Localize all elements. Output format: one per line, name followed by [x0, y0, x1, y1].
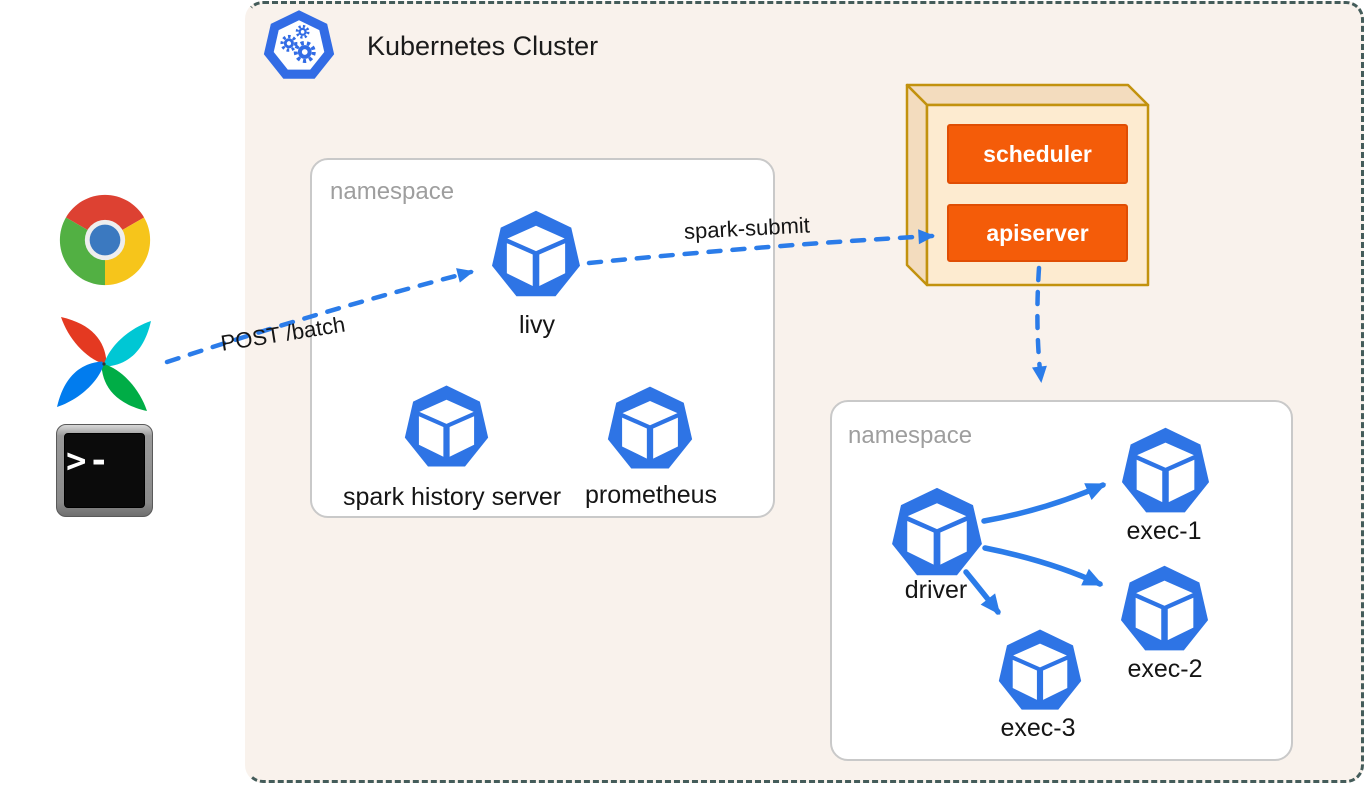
- pod-icon-exec-3: [996, 626, 1084, 714]
- pod-label-exec-3: exec-3: [1000, 714, 1076, 742]
- pod-icon-livy: [489, 207, 583, 301]
- scheduler-box: scheduler: [947, 124, 1128, 184]
- pod-label-exec-1: exec-1: [1126, 517, 1202, 545]
- pod-icon-prometheus: [605, 383, 695, 473]
- apache-airflow-icon: [57, 317, 151, 411]
- apiserver-label: apiserver: [986, 219, 1089, 246]
- gear-small: [295, 24, 310, 39]
- cluster-title: Kubernetes Cluster: [367, 31, 599, 61]
- pod-icon-spark-history-server: [402, 382, 491, 471]
- control-plane-box: [905, 83, 1150, 287]
- pod-label-spark-history-server: spark history server: [342, 483, 562, 511]
- terminal-prompt: >-: [66, 441, 111, 481]
- pod-icon-exec-2: [1118, 562, 1211, 655]
- gear-medium: [280, 34, 298, 52]
- gear-large: [293, 41, 316, 63]
- pod-icon-exec-1: [1119, 424, 1212, 517]
- pod-label-livy: livy: [518, 311, 556, 339]
- kubernetes-logo-icon: [263, 10, 335, 79]
- pod-label-driver: driver: [904, 576, 968, 604]
- pod-label-prometheus: prometheus: [584, 481, 718, 509]
- apiserver-box: apiserver: [947, 204, 1128, 262]
- pod-label-exec-2: exec-2: [1127, 655, 1203, 683]
- namespace-label-2: namespace: [848, 422, 973, 449]
- terminal-icon: >-: [56, 424, 153, 517]
- terminal-screen: [64, 433, 145, 508]
- chrome-browser-icon: [59, 194, 151, 286]
- namespace-label-1: namespace: [330, 178, 455, 205]
- scheduler-label: scheduler: [983, 140, 1092, 167]
- pod-icon-driver: [889, 484, 985, 580]
